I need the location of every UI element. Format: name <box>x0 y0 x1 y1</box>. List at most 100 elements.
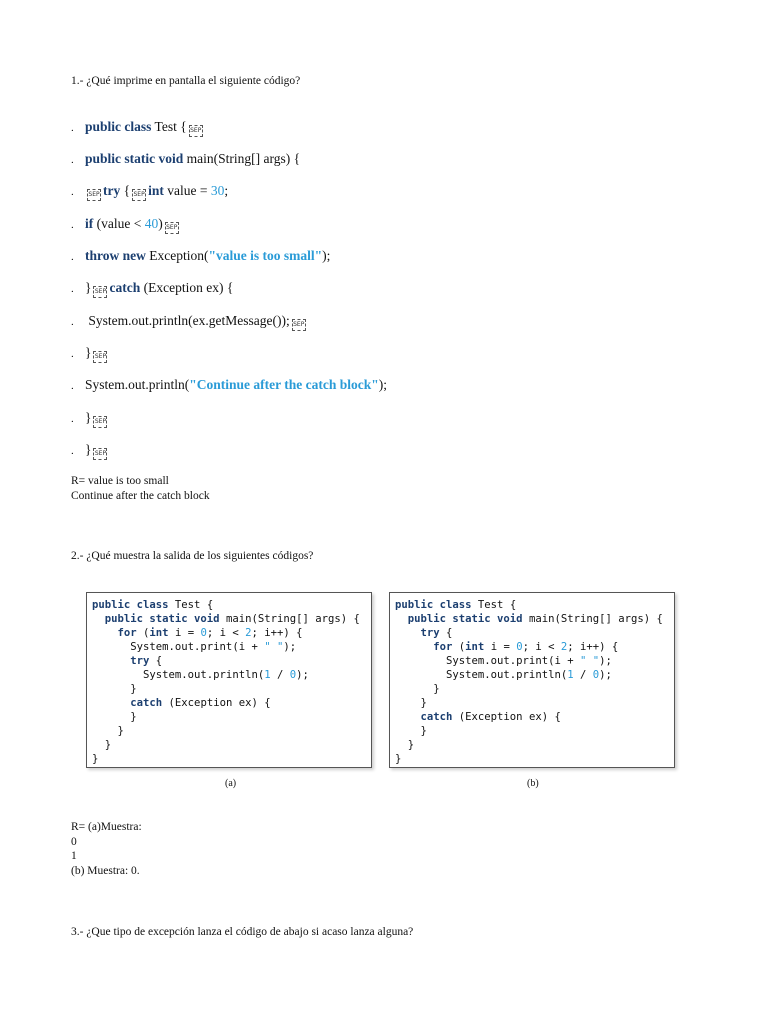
code-text: System.out.print(i + <box>92 641 265 653</box>
keyword: public class <box>395 599 472 611</box>
code-text: ; i < <box>206 627 246 639</box>
code-line-9: . System.out.println("Continue after the… <box>71 377 387 393</box>
string-literal: "Continue after the catch block" <box>189 377 379 392</box>
code-text: i = <box>168 627 201 639</box>
code-text: ); <box>296 669 309 681</box>
bullet: . <box>71 219 74 231</box>
answer-line: Continue after the catch block <box>71 489 210 502</box>
code-text: { <box>439 627 453 639</box>
code-text: ); <box>322 248 331 263</box>
code-figure-b: public class Test { public static void m… <box>389 592 675 768</box>
code-line-2: . public static void main(String[] args)… <box>71 151 300 167</box>
question-2-title: 2.- ¿Qué muestra la salida de los siguie… <box>71 550 314 562</box>
code-line: public class Test { <box>92 598 371 612</box>
number-literal: 0 <box>516 641 523 653</box>
sep-placeholder-icon: SEP <box>291 319 306 331</box>
code-text: } <box>85 442 92 457</box>
code-text: ); <box>283 641 297 653</box>
question-1-title: 1.- ¿Qué imprime en pantalla el siguient… <box>71 75 301 87</box>
keyword: int <box>148 183 164 198</box>
code-line: public static void main(String[] args) { <box>92 612 371 626</box>
code-text: value = <box>163 183 211 198</box>
sep-placeholder-icon: SEP <box>93 351 108 363</box>
code-line: } <box>92 739 112 751</box>
caption-a: (a) <box>225 778 237 789</box>
number-literal: 1 <box>264 669 271 681</box>
sep-placeholder-icon: SEP <box>164 222 179 234</box>
keyword: public class <box>92 599 169 611</box>
code-text: ; i++) { <box>567 641 619 653</box>
code-line: System.out.println(1 / 0); <box>395 668 674 682</box>
code-line: } <box>395 697 427 709</box>
code-text: ) <box>158 216 163 231</box>
sep-placeholder-icon: SEP <box>188 125 203 137</box>
code-line: public static void main(String[] args) { <box>395 612 674 626</box>
code-figure-a: public class Test { public static void m… <box>86 592 372 768</box>
code-line: try { <box>92 654 371 668</box>
code-text: main(String[] args) { <box>522 613 663 625</box>
keyword: for <box>92 627 137 639</box>
answer-line: 0 <box>71 835 77 848</box>
code-text: ; i++) { <box>251 627 303 639</box>
bullet: . <box>71 316 74 328</box>
code-line-11: . }SEP <box>71 442 109 460</box>
code-text: (Exception ex) { <box>140 280 234 295</box>
keyword: public class <box>85 119 152 134</box>
code-text: (Exception ex) { <box>162 697 271 709</box>
keyword: catch <box>92 697 163 709</box>
code-text: System.out.println( <box>395 669 568 681</box>
bullet: . <box>71 348 74 360</box>
keyword: try <box>395 627 440 639</box>
keyword: for <box>395 641 453 653</box>
code-line: } <box>92 725 124 737</box>
code-text: } <box>85 410 92 425</box>
code-text: System.out.print(i + <box>395 655 580 667</box>
keyword: int <box>149 627 169 639</box>
code-line-10: . }SEP <box>71 410 109 428</box>
code-line: } <box>395 683 440 695</box>
bullet: . <box>71 283 74 295</box>
bullet: . <box>71 251 74 263</box>
keyword: if <box>85 216 94 231</box>
code-line-5: . throw new Exception("value is too smal… <box>71 248 330 264</box>
code-text: ; <box>224 183 229 198</box>
code-line-1: . public class Test {SEP <box>71 119 205 137</box>
keyword: public static void <box>85 151 184 166</box>
number-literal: 30 <box>210 183 225 198</box>
code-line: } <box>92 753 99 765</box>
keyword: try <box>92 655 150 667</box>
answer-2: R= (a)Muestra: 0 1 (b) Muestra: 0. <box>71 820 142 878</box>
sep-placeholder-icon: SEP <box>132 189 147 201</box>
code-text: main(String[] args) { <box>183 151 301 166</box>
code-text: / <box>573 669 593 681</box>
bullet: . <box>71 380 74 392</box>
string-literal: "value is too small" <box>208 248 323 263</box>
code-text: ; i < <box>522 641 561 653</box>
number-literal: 0 <box>289 669 297 681</box>
caption-b: (b) <box>527 778 539 789</box>
keyword: throw new <box>85 248 146 263</box>
code-line: System.out.print(i + " "); <box>92 640 371 654</box>
keyword: public static void <box>395 613 523 625</box>
code-text: (Exception ex) { <box>452 711 561 723</box>
bullet: . <box>71 154 74 166</box>
sep-placeholder-icon: SEP <box>87 189 101 201</box>
sep-placeholder-icon: SEP <box>93 286 108 298</box>
code-text: Test { <box>471 599 517 611</box>
keyword: catch <box>395 711 453 723</box>
code-line: catch (Exception ex) { <box>92 696 371 710</box>
code-text: System.out.println(ex.getMessage()); <box>85 313 290 328</box>
answer-line: 1 <box>71 850 77 862</box>
code-line: public class Test { <box>395 598 674 612</box>
number-literal: 1 <box>567 669 574 681</box>
code-text: main(String[] args) { <box>219 613 360 625</box>
code-line: } <box>92 683 137 695</box>
code-text: Test { <box>168 599 214 611</box>
bullet: . <box>71 122 74 134</box>
bullet: . <box>71 186 74 198</box>
question-3-title: 3.- ¿Que tipo de excepción lanza el códi… <box>71 926 414 938</box>
code-line-8: . }SEP <box>71 345 109 363</box>
number-literal: 2 <box>245 627 252 639</box>
answer-1: R= value is too small Continue after the… <box>71 474 210 503</box>
